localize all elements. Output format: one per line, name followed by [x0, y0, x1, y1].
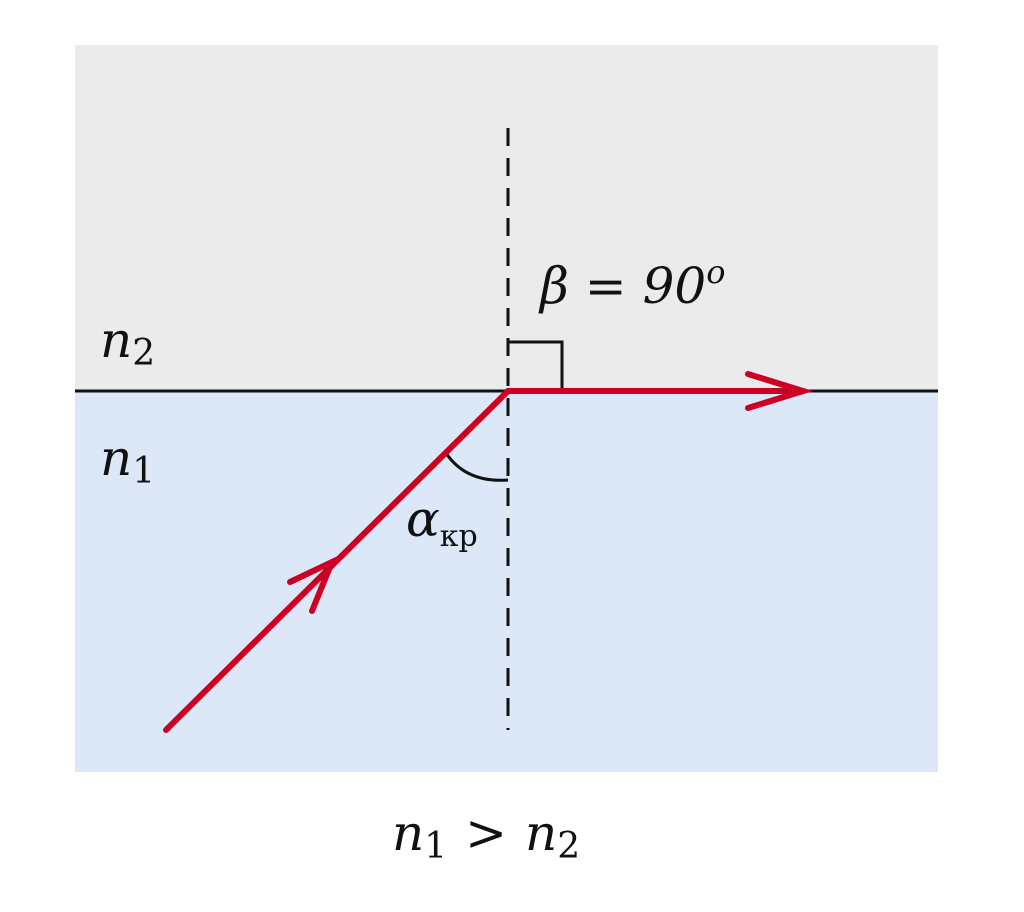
right-angle-marker [508, 340, 564, 391]
incident-ray-arrowhead [287, 555, 338, 614]
incident-ray [163, 388, 511, 733]
n2-label: n2 [100, 311, 155, 374]
beta-angle-label: β = 90o [538, 253, 725, 315]
critical-angle-arc [444, 452, 509, 482]
condition-label: n1>n2 [392, 804, 580, 867]
refracted-ray-arrowhead [745, 371, 814, 411]
n1-label: n1 [100, 429, 155, 492]
critical-angle-label: αкр [406, 490, 478, 554]
